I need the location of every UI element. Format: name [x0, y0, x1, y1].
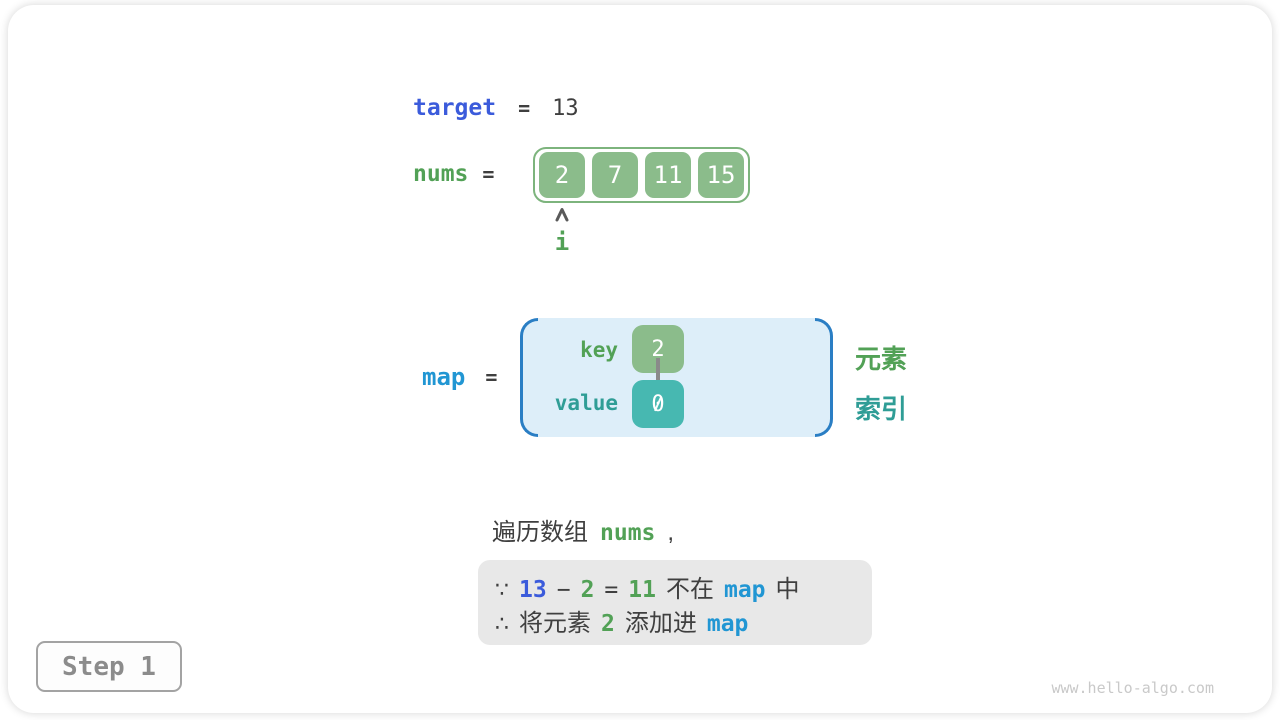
caption-text: 遍历数组 — [492, 519, 588, 546]
target-value: 13 — [552, 95, 579, 121]
element-side-label: 元素 — [855, 344, 908, 374]
array-cell-0: 2 — [539, 152, 585, 198]
step-badge: Step 1 — [36, 641, 182, 692]
left-bracket-icon — [520, 318, 538, 437]
note-target-value: 13 — [519, 577, 547, 603]
equals-sign: = — [604, 577, 619, 603]
array-cell-value: 7 — [607, 161, 623, 189]
index-pointer-label: i — [554, 228, 570, 256]
map-variable: map — [422, 363, 466, 391]
array-cell-1: 7 — [592, 152, 638, 198]
note-text-add-into: 添加进 — [624, 610, 697, 637]
array-cell-2: 11 — [645, 152, 691, 198]
step-badge-label: Step 1 — [62, 651, 156, 682]
note-line-2: ∴ 将元素 2 添加进 map — [495, 603, 872, 637]
right-bracket-icon — [815, 318, 833, 437]
nums-equals: = — [482, 162, 495, 186]
caption-line: 遍历数组 nums , — [492, 512, 674, 547]
map-value-label: value — [554, 391, 618, 415]
watermark: www.hello-algo.com — [1051, 679, 1214, 697]
map-container: key 2 value 0 — [520, 318, 833, 437]
target-variable: target — [413, 95, 497, 121]
caption-nums-ref: nums — [600, 520, 656, 546]
note-text-in: 中 — [775, 576, 800, 603]
note-added-value: 2 — [601, 611, 615, 637]
note-text-add-element: 将元素 — [519, 610, 591, 637]
because-symbol: ∵ — [495, 577, 509, 602]
therefore-symbol: ∴ — [495, 611, 509, 636]
nums-array: 2 7 11 15 — [533, 147, 750, 203]
target-equals: = — [518, 96, 531, 120]
array-cell-value: 15 — [706, 161, 736, 189]
map-equals: = — [485, 365, 498, 389]
index-side-label: 索引 — [855, 394, 908, 424]
map-key-value: 2 — [651, 336, 665, 362]
array-cell-value: 11 — [653, 161, 683, 189]
map-assignment: map = — [422, 363, 497, 391]
array-cell-value: 2 — [554, 161, 570, 189]
nums-variable: nums — [413, 161, 469, 187]
map-key-label: key — [580, 338, 618, 362]
array-cell-3: 15 — [698, 152, 744, 198]
key-to-value-arrow — [656, 358, 660, 387]
minus-sign: − — [556, 577, 571, 603]
note-box: ∵ 13 − 2 = 11 不在 map 中 ∴ 将元素 2 添加进 map — [478, 560, 872, 645]
note-map-ref-2: map — [706, 611, 749, 637]
caret-up-icon — [554, 207, 570, 223]
note-text-not-in: 不在 — [665, 576, 714, 603]
map-value-value: 0 — [651, 391, 665, 417]
caption-comma: , — [667, 519, 675, 546]
note-difference-value: 11 — [628, 577, 656, 603]
note-map-ref: map — [723, 577, 766, 603]
target-assignment: target = 13 — [413, 95, 579, 121]
note-line-1: ∵ 13 − 2 = 11 不在 map 中 — [495, 569, 872, 603]
map-value-cell: 0 — [632, 380, 684, 428]
note-element-value: 2 — [580, 577, 595, 603]
nums-assignment: nums = — [413, 161, 494, 187]
